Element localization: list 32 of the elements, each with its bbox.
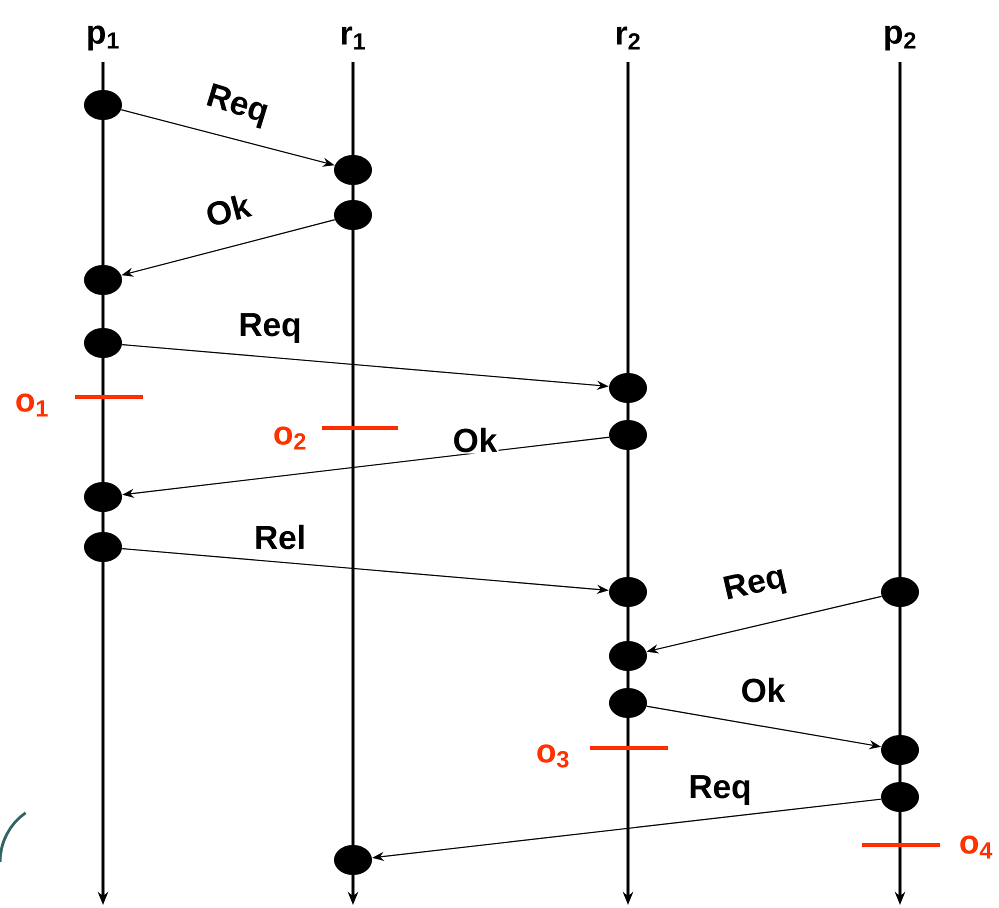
- edge-label: Ok: [202, 190, 254, 230]
- observation-label: o$_{4}$: [960, 836, 992, 858]
- event-dot: [84, 328, 122, 358]
- process-name: p$_{1}$: [88, 26, 119, 50]
- edge-label: Ok: [739, 676, 787, 704]
- edge-label: Req: [200, 80, 274, 132]
- event-dot: [881, 735, 919, 765]
- event-dot: [84, 90, 122, 120]
- event-dot: [609, 577, 647, 607]
- edge-label: Req: [719, 562, 791, 608]
- event-dot: [334, 200, 372, 230]
- observation-label: o$_{3}$: [537, 744, 568, 768]
- edge-label: Rel: [252, 523, 308, 551]
- event-dot: [334, 155, 372, 185]
- process-name: r$_{1}$: [342, 26, 365, 50]
- event-dot: [609, 641, 647, 671]
- event-dot: [881, 782, 919, 812]
- observation-label: o$_{1}$: [16, 394, 48, 416]
- edge-label: Req: [237, 312, 303, 344]
- event-dot: [881, 577, 919, 607]
- event-dot: [84, 482, 122, 512]
- process-name: r$_{2}$: [616, 26, 640, 50]
- event-dot: [609, 373, 647, 403]
- event-dot: [609, 688, 647, 718]
- observation-label: o$_{2}$: [274, 426, 306, 450]
- event-dot: [334, 845, 372, 876]
- event-dot: [609, 420, 647, 450]
- process-name: p$_{2}$: [885, 26, 916, 50]
- edge-label: Req: [687, 774, 753, 806]
- edge-label: Ok: [451, 426, 499, 454]
- event-dot: [84, 265, 122, 295]
- event-dot: [84, 532, 122, 562]
